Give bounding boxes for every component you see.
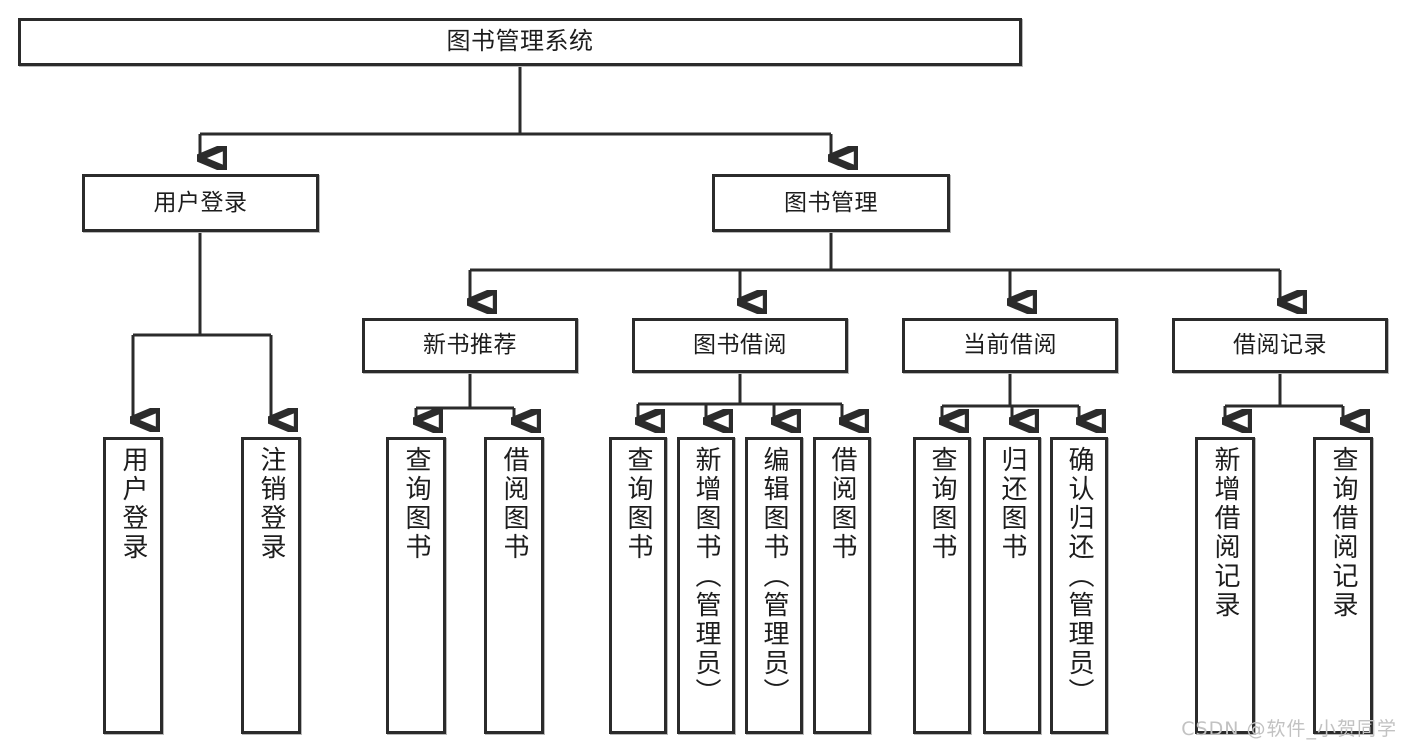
node-label: 新书推荐 xyxy=(423,332,517,359)
node-level2-user-login: 用户登录 xyxy=(82,174,319,232)
leaf-add-borrow-record: 新增借阅记录 xyxy=(1195,437,1255,734)
node-label: 查询图书 xyxy=(401,446,431,562)
leaf-edit-book-admin: 编辑图书（管理员） xyxy=(745,437,803,734)
node-label: 图书管理系统 xyxy=(446,27,594,56)
leaf-query-book-borrow: 查询图书 xyxy=(609,437,667,734)
leaf-confirm-return-admin: 确认归还（管理员） xyxy=(1050,437,1108,734)
node-label: 用户登录 xyxy=(153,189,248,216)
leaf-user-login: 用户登录 xyxy=(103,437,163,734)
leaf-query-borrow-record: 查询借阅记录 xyxy=(1313,437,1373,734)
node-root: 图书管理系统 xyxy=(18,18,1022,66)
node-label: 借阅记录 xyxy=(1233,332,1327,359)
node-label: 借阅图书 xyxy=(827,446,857,562)
node-label: 图书管理 xyxy=(784,189,878,216)
node-label: 编辑图书（管理员） xyxy=(759,446,789,707)
node-label: 查询图书 xyxy=(927,446,957,562)
node-level2-book-management: 图书管理 xyxy=(712,174,950,232)
leaf-add-book-admin: 新增图书（管理员） xyxy=(677,437,735,734)
node-level3-borrow-record: 借阅记录 xyxy=(1172,318,1388,373)
node-label: 查询图书 xyxy=(623,446,653,562)
node-label: 归还图书 xyxy=(997,446,1027,562)
leaf-query-book-current: 查询图书 xyxy=(913,437,971,734)
leaf-return-book: 归还图书 xyxy=(983,437,1041,734)
leaf-query-book-recommend: 查询图书 xyxy=(386,437,446,734)
leaf-borrow-book-recommend: 借阅图书 xyxy=(484,437,544,734)
node-label: 新增图书（管理员） xyxy=(691,446,721,707)
node-level3-book-borrow: 图书借阅 xyxy=(632,318,848,373)
node-label: 注销登录 xyxy=(256,446,286,562)
leaf-logout: 注销登录 xyxy=(241,437,301,734)
node-label: 用户登录 xyxy=(118,446,148,562)
node-level3-new-book-recommend: 新书推荐 xyxy=(362,318,578,373)
node-label: 借阅图书 xyxy=(499,446,529,562)
node-level3-current-borrow: 当前借阅 xyxy=(902,318,1118,373)
csdn-watermark: CSDN @软件_小贺同学 xyxy=(1181,718,1397,740)
node-label: 当前借阅 xyxy=(963,332,1057,359)
node-label: 新增借阅记录 xyxy=(1210,446,1240,620)
leaf-borrow-book: 借阅图书 xyxy=(813,437,871,734)
node-label: 查询借阅记录 xyxy=(1328,446,1358,620)
node-label: 确认归还（管理员） xyxy=(1064,446,1094,707)
node-label: 图书借阅 xyxy=(693,332,787,359)
